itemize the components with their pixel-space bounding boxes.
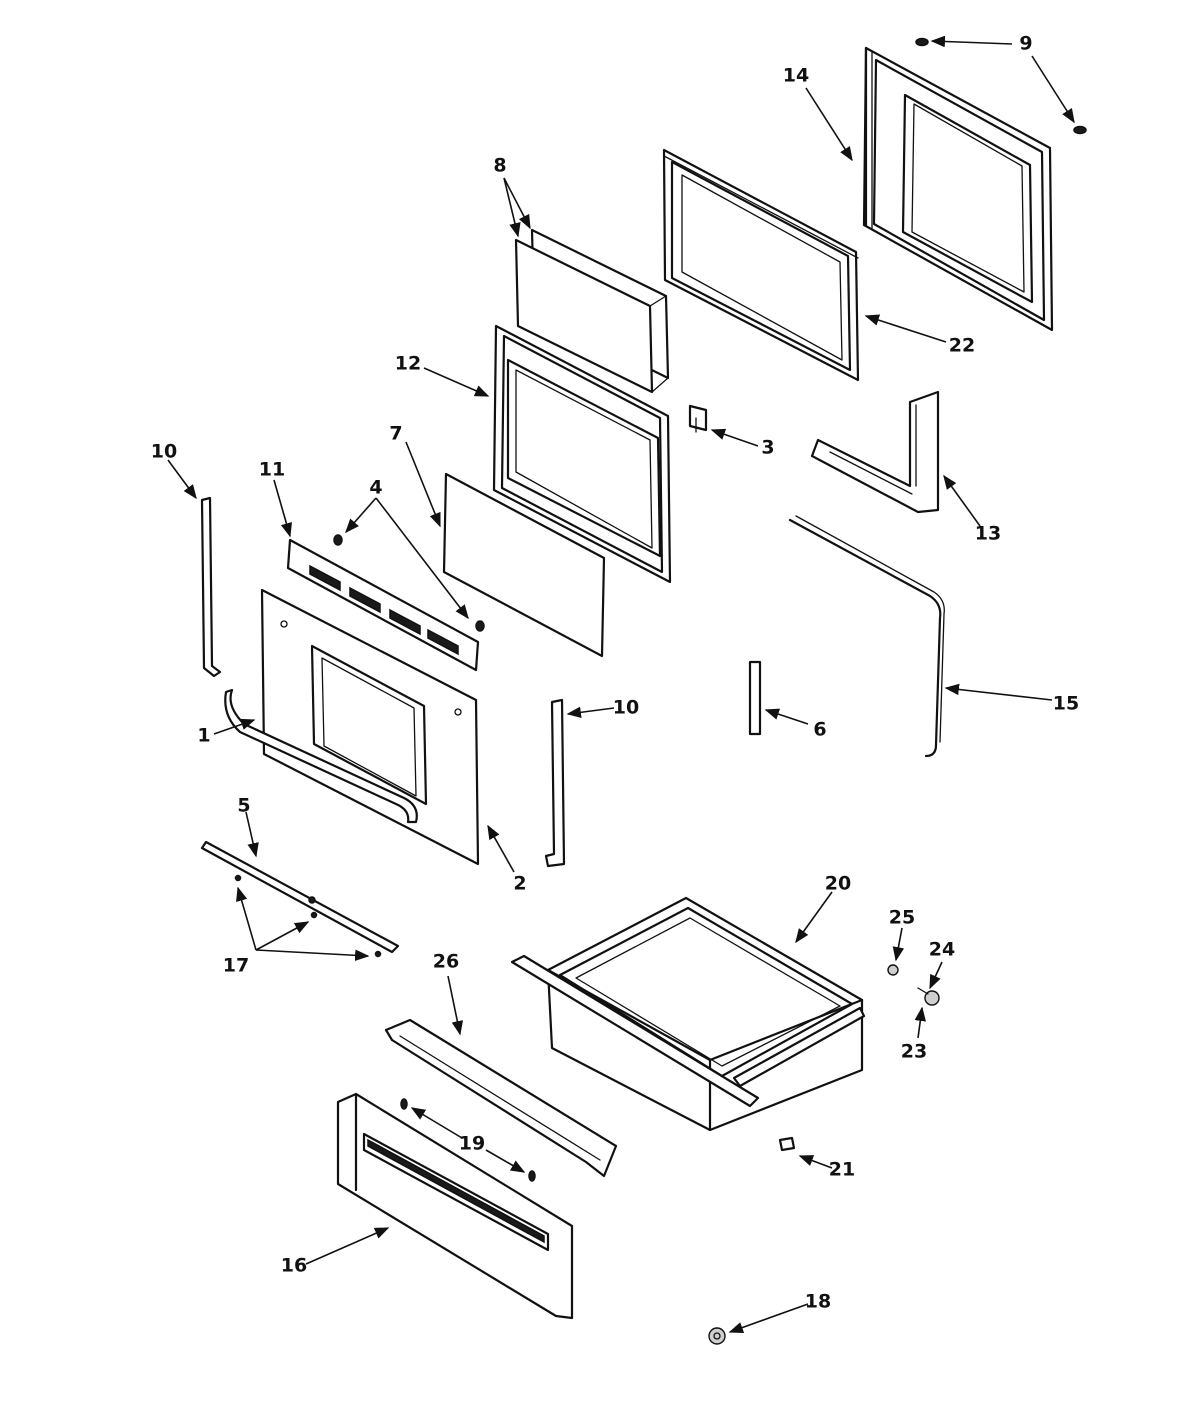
callout-10-left: 10 <box>151 441 177 463</box>
callout-26: 26 <box>433 951 459 973</box>
callout-15: 15 <box>1053 693 1079 715</box>
callout-23: 23 <box>901 1041 927 1063</box>
part-19-screws <box>400 1098 536 1182</box>
part-3-bracket <box>688 404 708 433</box>
callout-4: 4 <box>369 477 382 499</box>
part-10-right-trim <box>544 698 566 868</box>
callout-24: 24 <box>929 939 955 961</box>
part-26-drawer-trim <box>384 1018 618 1178</box>
part-18-foot <box>708 1327 726 1345</box>
part-8-glass-panels <box>514 228 670 394</box>
callout-10-right: 10 <box>613 697 639 719</box>
callout-2: 2 <box>513 873 526 895</box>
callout-labels: 9 14 8 22 12 3 7 13 10 11 4 15 10 6 1 2 … <box>151 33 1079 1313</box>
callout-7: 7 <box>389 423 402 445</box>
part-22-door-gasket <box>662 148 860 382</box>
part-20-drawer <box>510 896 866 1132</box>
part-9-screws <box>915 37 1087 135</box>
callout-11: 11 <box>259 459 285 481</box>
part-23-screw <box>917 987 929 995</box>
callout-12: 12 <box>395 353 421 375</box>
part-17-screws <box>234 874 382 958</box>
callout-6: 6 <box>813 719 826 741</box>
part-13-insulation <box>810 390 940 514</box>
callout-22: 22 <box>949 335 975 357</box>
callout-16: 16 <box>281 1255 307 1277</box>
part-21-clip <box>778 1136 796 1152</box>
part-4-screws <box>333 534 485 632</box>
part-7-window-glass <box>442 472 606 658</box>
callout-9: 9 <box>1019 33 1032 55</box>
part-5-bottom-trim <box>200 840 400 954</box>
callout-1: 1 <box>197 725 210 747</box>
callout-18: 18 <box>805 1291 831 1313</box>
part-16-drawer-front <box>336 1092 574 1320</box>
callout-19: 19 <box>459 1133 485 1155</box>
part-15-door-seal <box>788 515 945 758</box>
leader-lines <box>167 35 1075 1334</box>
callout-20: 20 <box>825 873 851 895</box>
callout-5: 5 <box>237 795 250 817</box>
callout-3: 3 <box>761 437 774 459</box>
part-6-hinge-strip <box>748 660 762 736</box>
part-11-vent-trim <box>286 538 480 672</box>
callout-14: 14 <box>783 65 809 87</box>
part-12-inner-door-panel <box>492 324 672 584</box>
part-10-left-trim <box>200 496 222 678</box>
callout-17: 17 <box>223 955 249 977</box>
part-24-roller <box>924 990 940 1006</box>
callout-21: 21 <box>829 1159 855 1181</box>
part-25-bumper <box>887 964 899 976</box>
callout-25: 25 <box>889 907 915 929</box>
part-14-door-frame <box>862 46 1054 332</box>
callout-13: 13 <box>975 523 1001 545</box>
callout-8: 8 <box>493 155 506 177</box>
part-1-door-outer-panel <box>224 588 480 866</box>
